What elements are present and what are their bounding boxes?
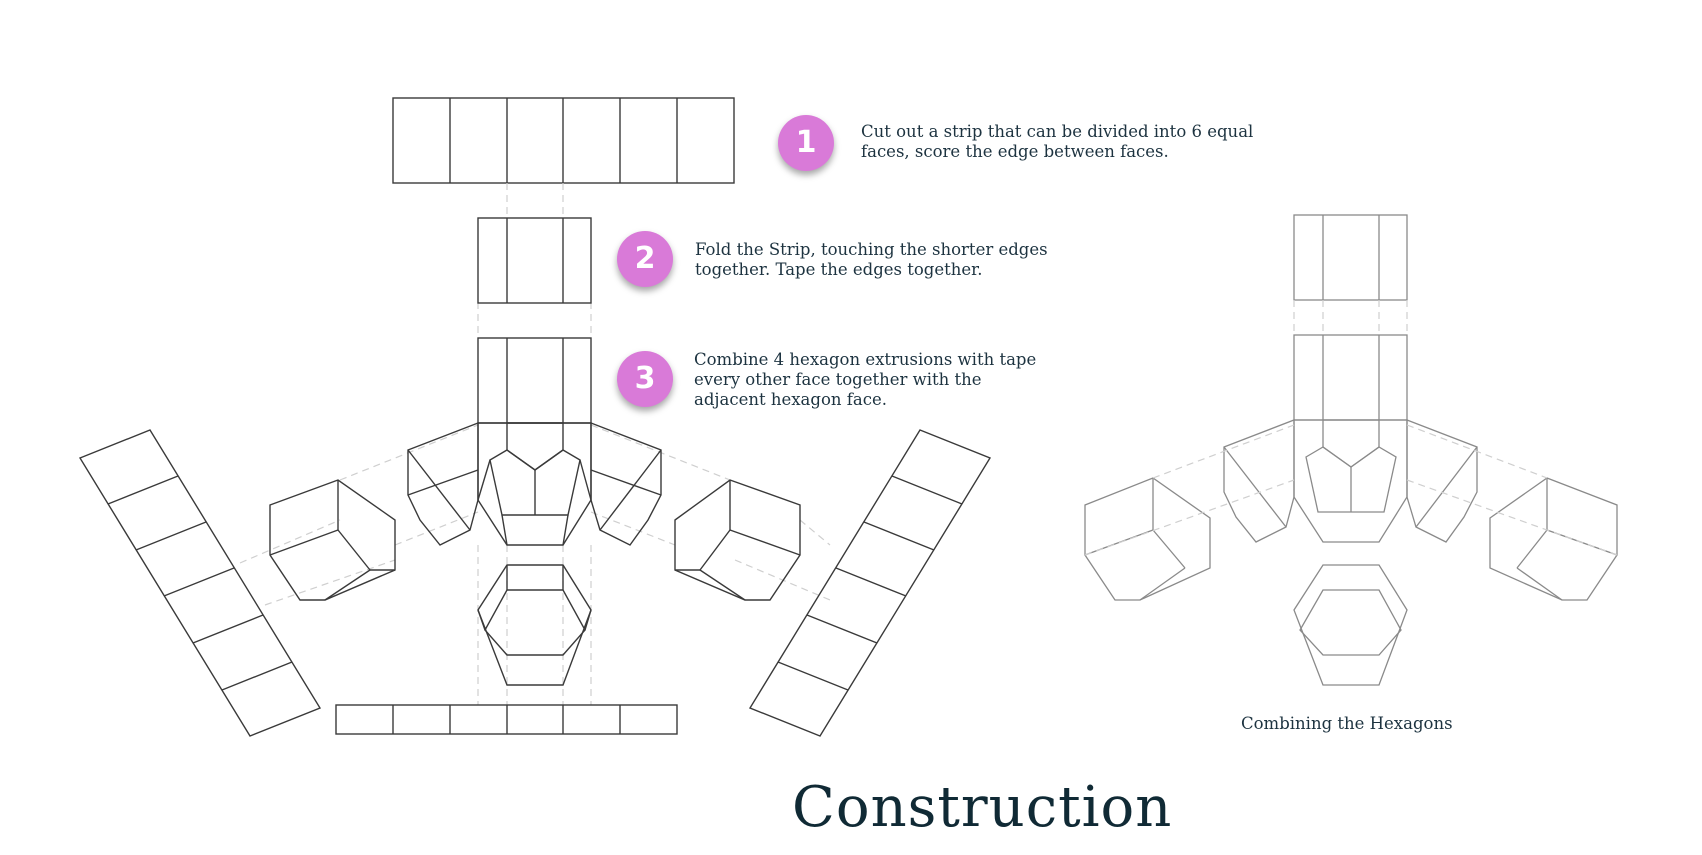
upper-right-extrusion bbox=[590, 421, 662, 546]
six-face-strip bbox=[392, 97, 735, 184]
bottom-hexagon bbox=[477, 564, 592, 686]
step-1-text: Cut out a strip that can be divided into… bbox=[861, 122, 1281, 162]
step-3-line-2: every other face together with the bbox=[694, 370, 982, 389]
upper-left-extrusion bbox=[407, 421, 479, 546]
right-hexagon-block bbox=[674, 479, 801, 601]
page-title: Construction bbox=[792, 775, 1173, 840]
step-2-badge: 2 bbox=[617, 231, 673, 287]
step-1-line-2: faces, score the edge between faces. bbox=[861, 142, 1169, 161]
figure-caption: Combining the Hexagons bbox=[1241, 714, 1453, 733]
step-2-line-1: Fold the Strip, touching the shorter edg… bbox=[695, 240, 1048, 259]
step-3-line-3: adjacent hexagon face. bbox=[694, 390, 887, 409]
step-1-line-1: Cut out a strip that can be divided into… bbox=[861, 122, 1254, 141]
left-diagonal-strip bbox=[78, 429, 322, 737]
right-diagonal-strip bbox=[748, 429, 992, 737]
center-extrusion bbox=[477, 337, 592, 546]
step-2-line-2: together. Tape the edges together. bbox=[695, 260, 983, 279]
folded-strip bbox=[477, 217, 592, 304]
step-3-line-1: Combine 4 hexagon extrusions with tape bbox=[694, 350, 1037, 369]
combined-hexagons-figure bbox=[1084, 214, 1618, 686]
left-hexagon-block bbox=[269, 479, 396, 601]
step-2-text: Fold the Strip, touching the shorter edg… bbox=[695, 240, 1075, 280]
step-3-text: Combine 4 hexagon extrusions with tape e… bbox=[694, 350, 1074, 410]
bottom-strip bbox=[335, 704, 678, 735]
step-1-badge: 1 bbox=[778, 115, 834, 171]
step-3-badge: 3 bbox=[617, 351, 673, 407]
